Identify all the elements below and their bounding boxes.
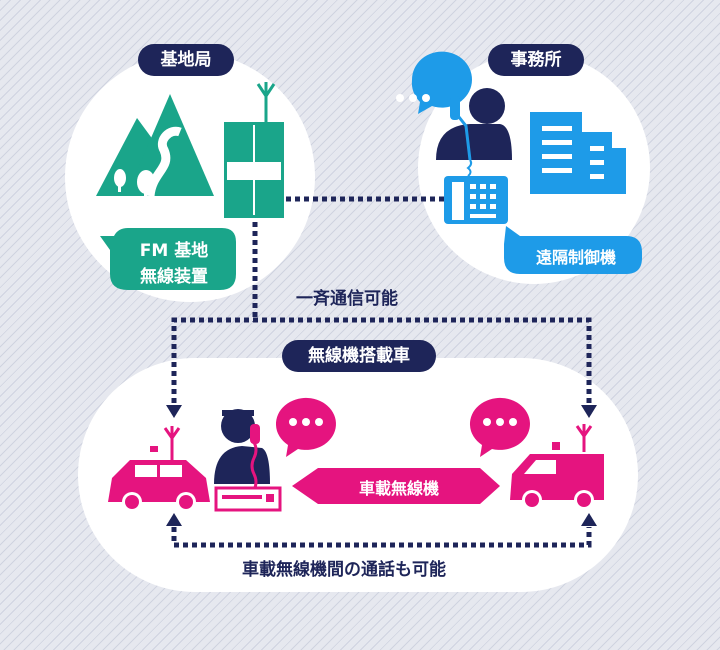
fm-device-bubble <box>100 228 236 290</box>
car-radio-banner <box>292 468 500 504</box>
base-station-tower-icon <box>224 82 284 218</box>
base-station-title: 基地局 <box>138 44 234 76</box>
car-radio-label: 車載無線機 <box>358 479 439 498</box>
connection-lines <box>171 196 592 548</box>
operator-icon <box>436 88 512 177</box>
fm-device-line1: FM 基地 <box>139 241 209 261</box>
van-icon <box>510 424 604 510</box>
vehicle-to-vehicle-label: 車載無線機間の通話も可能 <box>242 560 446 580</box>
telephone-icon <box>444 176 508 224</box>
broadcast-label: 一斉通信可能 <box>296 289 398 309</box>
speech-bubble-icon <box>396 51 472 114</box>
remote-controller-bubble <box>504 226 642 274</box>
office-building-icon <box>530 112 626 194</box>
office-title: 事務所 <box>488 44 584 76</box>
speech-bubble-icon <box>275 397 336 457</box>
mountain-icon <box>96 94 214 198</box>
vehicles-title: 無線機搭載車 <box>282 340 436 372</box>
speech-bubble-icon <box>469 397 530 457</box>
remote-controller-label: 遠隔制御機 <box>535 248 616 267</box>
radio-operator-icon <box>214 409 282 512</box>
fm-device-line2: 無線装置 <box>140 267 208 287</box>
police-car-icon <box>108 426 210 512</box>
arrow-heads <box>166 405 597 526</box>
